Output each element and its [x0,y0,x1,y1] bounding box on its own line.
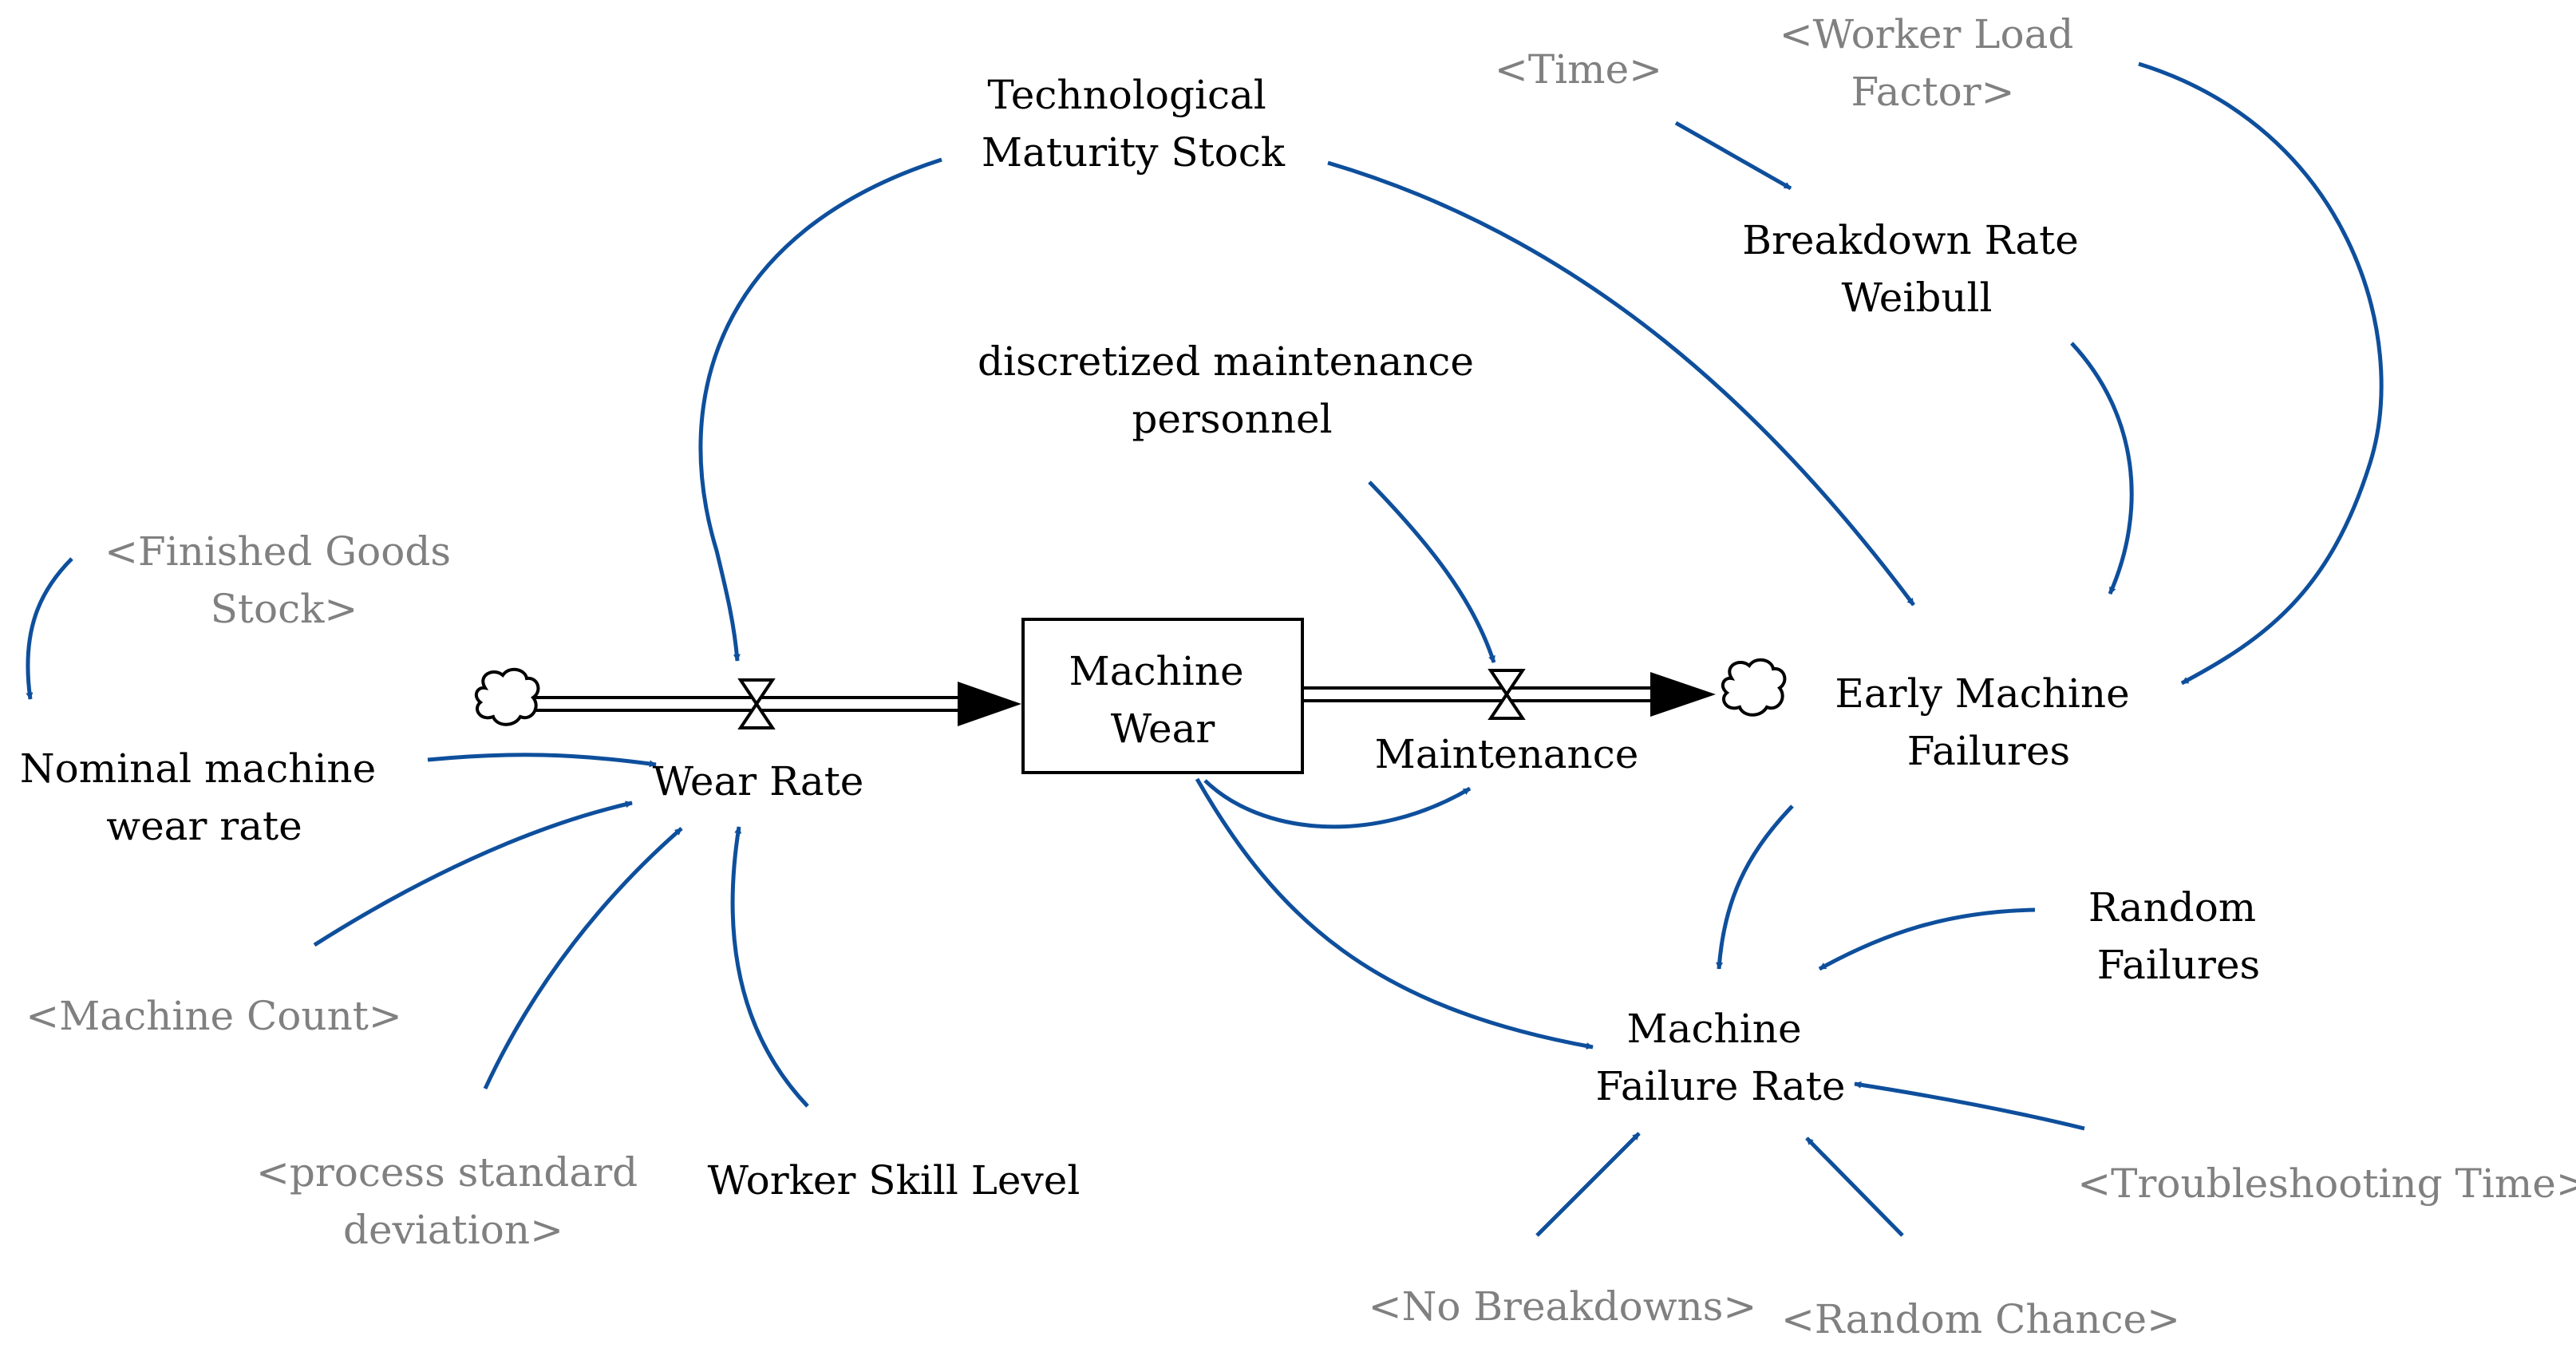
var-label-line: Failure Rate [1596,1063,1846,1109]
shadow-var-random-chance: <Random Chance> [1781,1296,2180,1342]
var-label-line: Maturity Stock [982,129,1286,176]
var-random-failures: Random Failures [2088,884,2269,988]
var-machine-failure-rate: Machine Failure Rate [1596,1006,1846,1109]
link-wear-to-failure-rate [1195,777,1594,1050]
wear-rate-valve-icon [737,678,776,729]
var-label-line: Random [2088,884,2256,931]
flow-label-maintenance: Maintenance [1375,731,1639,777]
sink-cloud-icon [1721,658,1787,717]
shadow-label-line: <Machine Count> [26,993,402,1039]
link-personnel-to-maintenance [1368,480,1496,663]
inflow-pipe [533,682,1021,726]
link-nominal-to-wear-rate [427,753,657,768]
shadow-label-line: <No Breakdowns> [1369,1283,1757,1330]
var-worker-skill-level: Worker Skill Level [708,1157,1081,1204]
link-troubleshooting-to-failure-rate [1854,1081,2085,1131]
link-breakdown-to-early-failures [2070,342,2134,595]
var-label-line: Weibull [1841,275,1992,321]
stock-label-machine-wear: Machine Wear [1069,648,1257,752]
link-random-chance-to-failure-rate [1805,1137,1904,1237]
flow-label-line: Wear Rate [653,758,864,804]
outflow-pipe [1301,672,1716,717]
link-time-to-breakdown [1674,121,1792,191]
causal-links [26,61,2384,1237]
var-label-line: Nominal machine [20,745,376,792]
maintenance-valve-icon [1488,669,1526,720]
shadow-label-line: <Worker Load [1780,11,2074,57]
shadow-var-worker-load-factor: <Worker Load Factor> [1780,11,2087,115]
shadow-label-line: deviation> [343,1207,563,1253]
shadow-var-process-standard-deviation: <process standard deviation> [256,1149,650,1253]
var-label-line: personnel [1132,396,1332,442]
flow-label-wear-rate: Wear Rate [653,758,864,804]
var-label-line: discretized maintenance [978,338,1474,385]
var-label-line: Technological [987,72,1266,118]
link-maturity-to-early-failures [1327,160,1916,607]
link-no-breakdowns-to-failure-rate [1535,1132,1641,1237]
shadow-var-finished-goods-stock: <Finished Goods Stock> [105,528,464,632]
shadow-label-line: Factor> [1851,69,2014,115]
var-nominal-machine-wear-rate: Nominal machine wear rate [20,745,389,849]
var-label-line: wear rate [106,803,302,849]
shadow-label-line: <Finished Goods [105,528,451,575]
link-finished-goods-to-nominal [26,557,73,700]
link-wear-to-maintenance [1203,779,1472,829]
source-cloud-icon [474,667,540,726]
var-technological-maturity-stock: Technological Maturity Stock [982,72,1286,176]
flow-label-line: Maintenance [1375,731,1639,777]
shadow-label-line: <process standard [256,1149,638,1196]
var-early-machine-failures: Early Machine Failures [1835,670,2142,774]
var-label-line: Failures [2097,942,2260,988]
link-random-failures-to-failure-rate [1818,907,2036,971]
var-label-line: Failures [1907,728,2070,774]
link-maturity-to-wear-rate [698,157,942,662]
stock-label-line: Wear [1111,706,1215,752]
stock-label-line: Machine [1069,648,1244,694]
link-machine-count-to-wear-rate [313,801,633,947]
shadow-var-no-breakdowns: <No Breakdowns> [1369,1283,1757,1330]
var-breakdown-rate-weibull: Breakdown Rate Weibull [1742,217,2092,321]
var-label-line: Early Machine [1835,670,2129,717]
link-skill-to-wear-rate [730,826,809,1108]
link-worker-load-to-early-failures [2138,61,2384,686]
shadow-var-machine-count: <Machine Count> [26,993,402,1039]
var-discretized-maintenance-personnel: discretized maintenance personnel [978,338,1487,442]
var-label-line: Worker Skill Level [708,1157,1081,1204]
link-early-failures-to-failure-rate [1716,804,1794,970]
shadow-label-line: <Time> [1495,46,1662,93]
link-process-sd-to-wear-rate [483,827,683,1090]
var-label-line: Machine [1627,1006,1802,1052]
shadow-var-time: <Time> [1495,46,1662,93]
shadow-label-line: <Random Chance> [1781,1296,2180,1342]
var-label-line: Breakdown Rate [1742,217,2079,263]
machine-wear-stock-box [1021,618,1304,774]
shadow-label-line: <Troubleshooting Time> [2077,1160,2576,1207]
shadow-var-troubleshooting-time: <Troubleshooting Time> [2077,1160,2576,1207]
shadow-label-line: Stock> [211,586,358,632]
